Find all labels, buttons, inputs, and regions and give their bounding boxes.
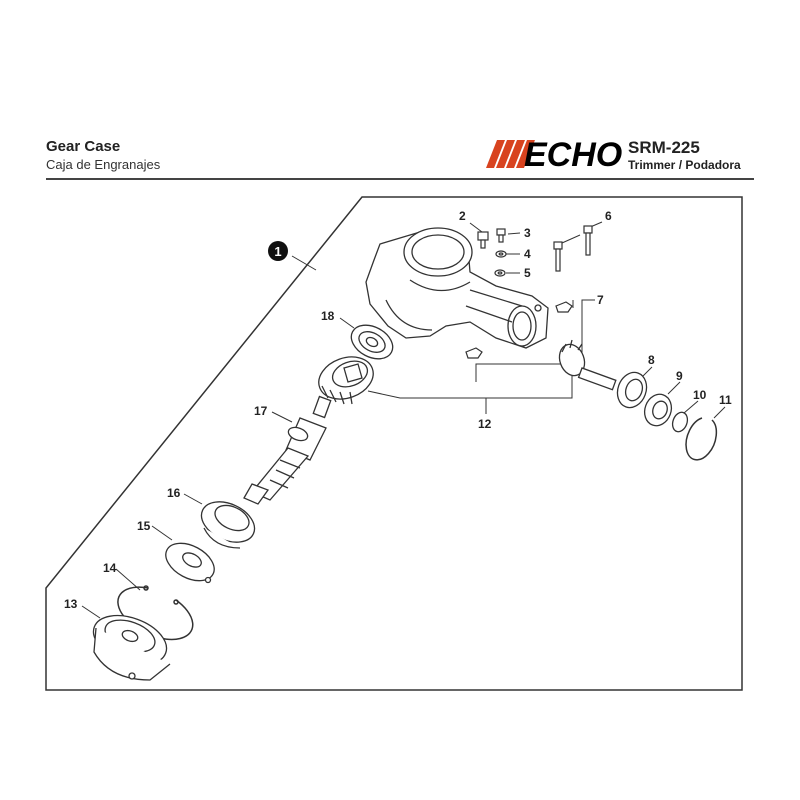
product-type: Trimmer / Podadora bbox=[628, 158, 741, 172]
callout-17: 17 bbox=[254, 404, 268, 418]
callout-15: 15 bbox=[137, 519, 151, 533]
bevel-gear-12 bbox=[318, 356, 374, 405]
callout-4: 4 bbox=[524, 247, 531, 261]
callout-5: 5 bbox=[524, 266, 531, 280]
leader-lines bbox=[81, 221, 726, 619]
page-subtitle: Caja de Engranajes bbox=[46, 157, 161, 172]
brand-name: ECHO bbox=[524, 136, 622, 174]
seal-plate-15 bbox=[165, 542, 215, 584]
callout-7: 7 bbox=[597, 293, 604, 307]
bearing-8 bbox=[616, 371, 648, 409]
bearing-9 bbox=[643, 393, 673, 427]
callout-18: 18 bbox=[321, 309, 335, 323]
callout-6: 6 bbox=[605, 209, 612, 223]
callout-8: 8 bbox=[648, 353, 655, 367]
screw-3 bbox=[496, 228, 506, 243]
callout-16: 16 bbox=[167, 486, 181, 500]
bearing-18 bbox=[350, 324, 394, 360]
screw-2 bbox=[477, 231, 489, 249]
callout-12: 12 bbox=[478, 417, 492, 431]
header-divider bbox=[46, 178, 754, 180]
washer-5 bbox=[494, 269, 506, 277]
ring-10 bbox=[671, 411, 689, 433]
callout-2: 2 bbox=[459, 209, 466, 223]
callout-1-label: 1 bbox=[274, 244, 281, 259]
callout-13: 13 bbox=[64, 597, 78, 611]
bearing-16 bbox=[200, 501, 256, 549]
pinion-gear bbox=[558, 339, 617, 391]
callout-10: 10 bbox=[693, 388, 707, 402]
echo-logo: ECHO bbox=[486, 136, 622, 174]
model-number: SRM-225 bbox=[628, 138, 700, 157]
callout-3: 3 bbox=[524, 226, 531, 240]
assembly-boundary bbox=[45, 196, 743, 691]
header-left: Gear Case Caja de Engranajes bbox=[46, 138, 160, 173]
callout-14: 14 bbox=[103, 561, 117, 575]
nut-7 bbox=[465, 301, 573, 359]
callout-1: 1 bbox=[268, 241, 288, 261]
header-right: SRM-225 Trimmer / Podadora bbox=[628, 138, 741, 173]
snap-ring-11 bbox=[685, 417, 718, 461]
washer-4 bbox=[495, 250, 507, 258]
gear-case-housing bbox=[365, 227, 549, 349]
spindle-shaft-17 bbox=[243, 395, 332, 505]
bolt-6 bbox=[553, 225, 593, 272]
callout-11: 11 bbox=[719, 393, 732, 407]
page-title: Gear Case bbox=[46, 138, 121, 155]
callout-9: 9 bbox=[676, 369, 683, 383]
cover-13 bbox=[92, 614, 171, 681]
brand-stripes-icon bbox=[486, 140, 535, 168]
